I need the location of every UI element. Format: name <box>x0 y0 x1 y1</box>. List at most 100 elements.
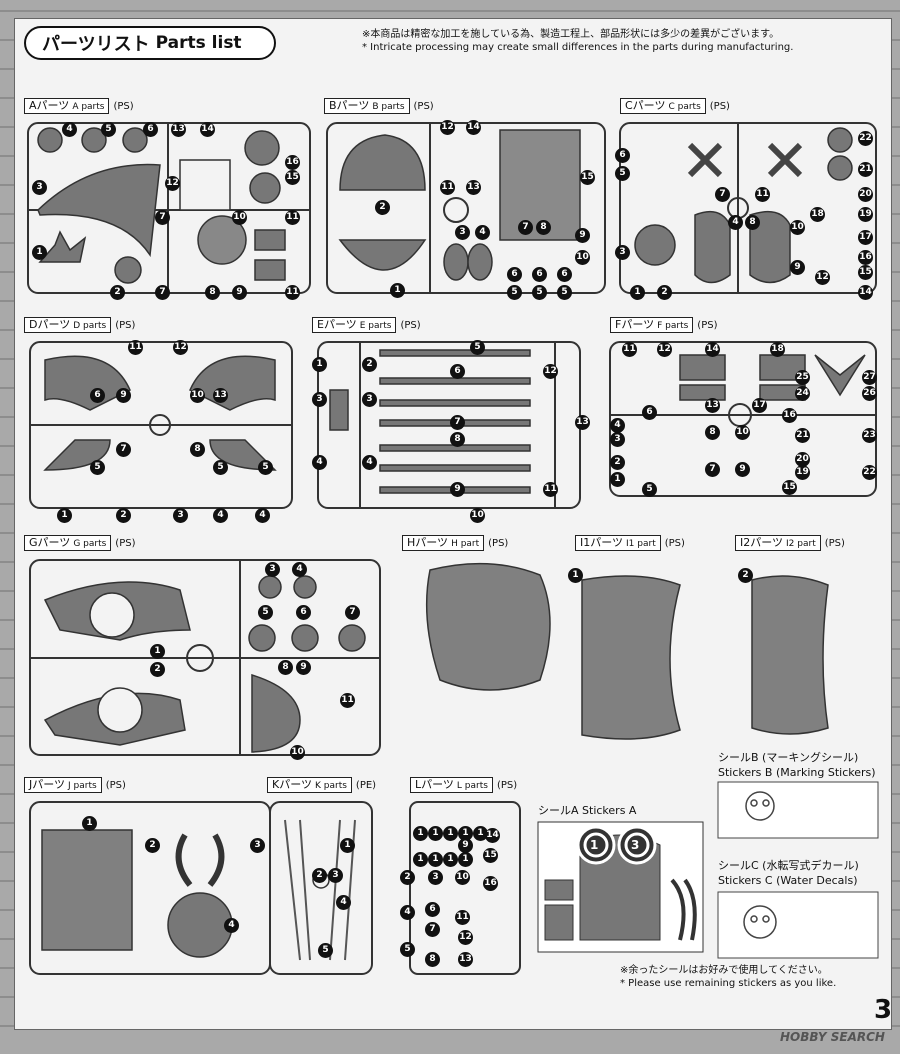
section-jp: I1パーツ <box>580 536 624 549</box>
section-material: (PS) <box>824 537 845 549</box>
part-number-badge: 4 <box>62 122 77 137</box>
part-number-badge: 1 <box>32 245 47 260</box>
part-number-badge: 27 <box>862 370 877 385</box>
sprue-frame-c <box>619 122 877 294</box>
part-number-badge: 10 <box>190 388 205 403</box>
part-number-badge: 4 <box>400 905 415 920</box>
part-number-badge: 6 <box>615 148 630 163</box>
part-number-badge: 4 <box>224 918 239 933</box>
part-number-badge: 21 <box>795 428 810 443</box>
section-en: K parts <box>315 781 347 791</box>
part-number-badge: 8 <box>536 220 551 235</box>
part-number-badge: 9 <box>735 462 750 477</box>
part-number-badge: 1 <box>443 826 458 841</box>
part-number-badge: 23 <box>862 428 877 443</box>
part-number-badge: 8 <box>278 660 293 675</box>
footer-note-jp: ※余ったシールはお好みで使用してください。 <box>620 965 828 976</box>
part-number-badge: 5 <box>400 942 415 957</box>
part-number-badge: 6 <box>450 364 465 379</box>
footer-note-en: * Please use remaining stickers as you l… <box>620 978 837 989</box>
part-number-badge: 3 <box>610 432 625 447</box>
part-number-badge: 1 <box>443 852 458 867</box>
sticker-number-3: 3 <box>631 838 640 852</box>
section-jp: Kパーツ <box>272 778 312 791</box>
section-jp: Cパーツ <box>625 99 666 112</box>
part-number-badge: 11 <box>622 342 637 357</box>
part-number-badge: 1 <box>413 852 428 867</box>
part-number-badge: 12 <box>543 364 558 379</box>
section-material: (PS) <box>709 100 730 112</box>
part-number-badge: 15 <box>483 848 498 863</box>
part-number-badge: 7 <box>518 220 533 235</box>
header-note: ※本商品は精密な加工を施している為、製造工程上、部品形状には多少の差異がございま… <box>362 28 793 54</box>
part-number-badge: 21 <box>858 162 873 177</box>
part-number-badge: 6 <box>296 605 311 620</box>
part-number-badge: 8 <box>425 952 440 967</box>
part-number-badge: 4 <box>362 455 377 470</box>
part-number-badge: 25 <box>795 370 810 385</box>
part-number-badge: 7 <box>345 605 360 620</box>
part-number-badge: 6 <box>557 267 572 282</box>
part-number-badge: 12 <box>440 120 455 135</box>
part-number-badge: 1 <box>630 285 645 300</box>
part-number-badge: 5 <box>258 605 273 620</box>
part-number-badge: 11 <box>455 910 470 925</box>
part-number-badge: 8 <box>450 432 465 447</box>
section-material: (PS) <box>413 100 434 112</box>
part-number-badge: 9 <box>575 228 590 243</box>
part-number-badge: 7 <box>425 922 440 937</box>
part-number-badge: 2 <box>312 868 327 883</box>
part-number-badge: 8 <box>205 285 220 300</box>
sticker-number-1: 1 <box>590 838 599 852</box>
part-number-badge: 18 <box>810 207 825 222</box>
part-number-badge: 14 <box>705 342 720 357</box>
part-number-badge: 11 <box>285 285 300 300</box>
section-material: (PS) <box>488 537 509 549</box>
section-jp: Fパーツ <box>615 318 655 331</box>
part-number-badge: 5 <box>213 460 228 475</box>
part-number-badge: 13 <box>213 388 228 403</box>
part-number-badge: 1 <box>458 826 473 841</box>
section-en: F parts <box>657 321 689 331</box>
part-number-badge: 1 <box>473 826 488 841</box>
part-number-badge: 2 <box>375 200 390 215</box>
part-number-badge: 17 <box>858 230 873 245</box>
part-number-badge: 7 <box>715 187 730 202</box>
part-number-badge: 7 <box>450 415 465 430</box>
part-number-badge: 7 <box>705 462 720 477</box>
page-number: 3 <box>874 995 893 1025</box>
part-number-badge: 15 <box>858 265 873 280</box>
section-jp: Aパーツ <box>29 99 70 112</box>
section-en: D parts <box>73 321 107 331</box>
part-number-badge: 12 <box>657 342 672 357</box>
section-material: (PS) <box>105 779 126 791</box>
section-jp: Dパーツ <box>29 318 71 331</box>
hobby-search-watermark: HOBBY SEARCH <box>780 1030 885 1044</box>
sprue-frame-l <box>409 801 521 975</box>
part-number-badge: 6 <box>532 267 547 282</box>
page-title: パーツリスト Parts list <box>24 26 276 60</box>
part-number-badge: 11 <box>440 180 455 195</box>
part-number-badge: 2 <box>110 285 125 300</box>
section-material: (PS) <box>113 100 134 112</box>
part-number-badge: 5 <box>101 122 116 137</box>
part-number-badge: 2 <box>400 870 415 885</box>
stickers-b-label-jp: シールB (マーキングシール) <box>718 751 859 764</box>
part-number-badge: 1 <box>428 826 443 841</box>
part-number-badge: 9 <box>458 838 473 853</box>
part-number-badge: 11 <box>340 693 355 708</box>
part-number-badge: 4 <box>336 895 351 910</box>
sprue-frame-k <box>269 801 373 975</box>
part-number-badge: 12 <box>458 930 473 945</box>
section-jp: Eパーツ <box>317 318 357 331</box>
part-number-badge: 3 <box>32 180 47 195</box>
part-number-badge: 9 <box>116 388 131 403</box>
part-number-badge: 3 <box>328 868 343 883</box>
part-number-badge: 4 <box>728 215 743 230</box>
